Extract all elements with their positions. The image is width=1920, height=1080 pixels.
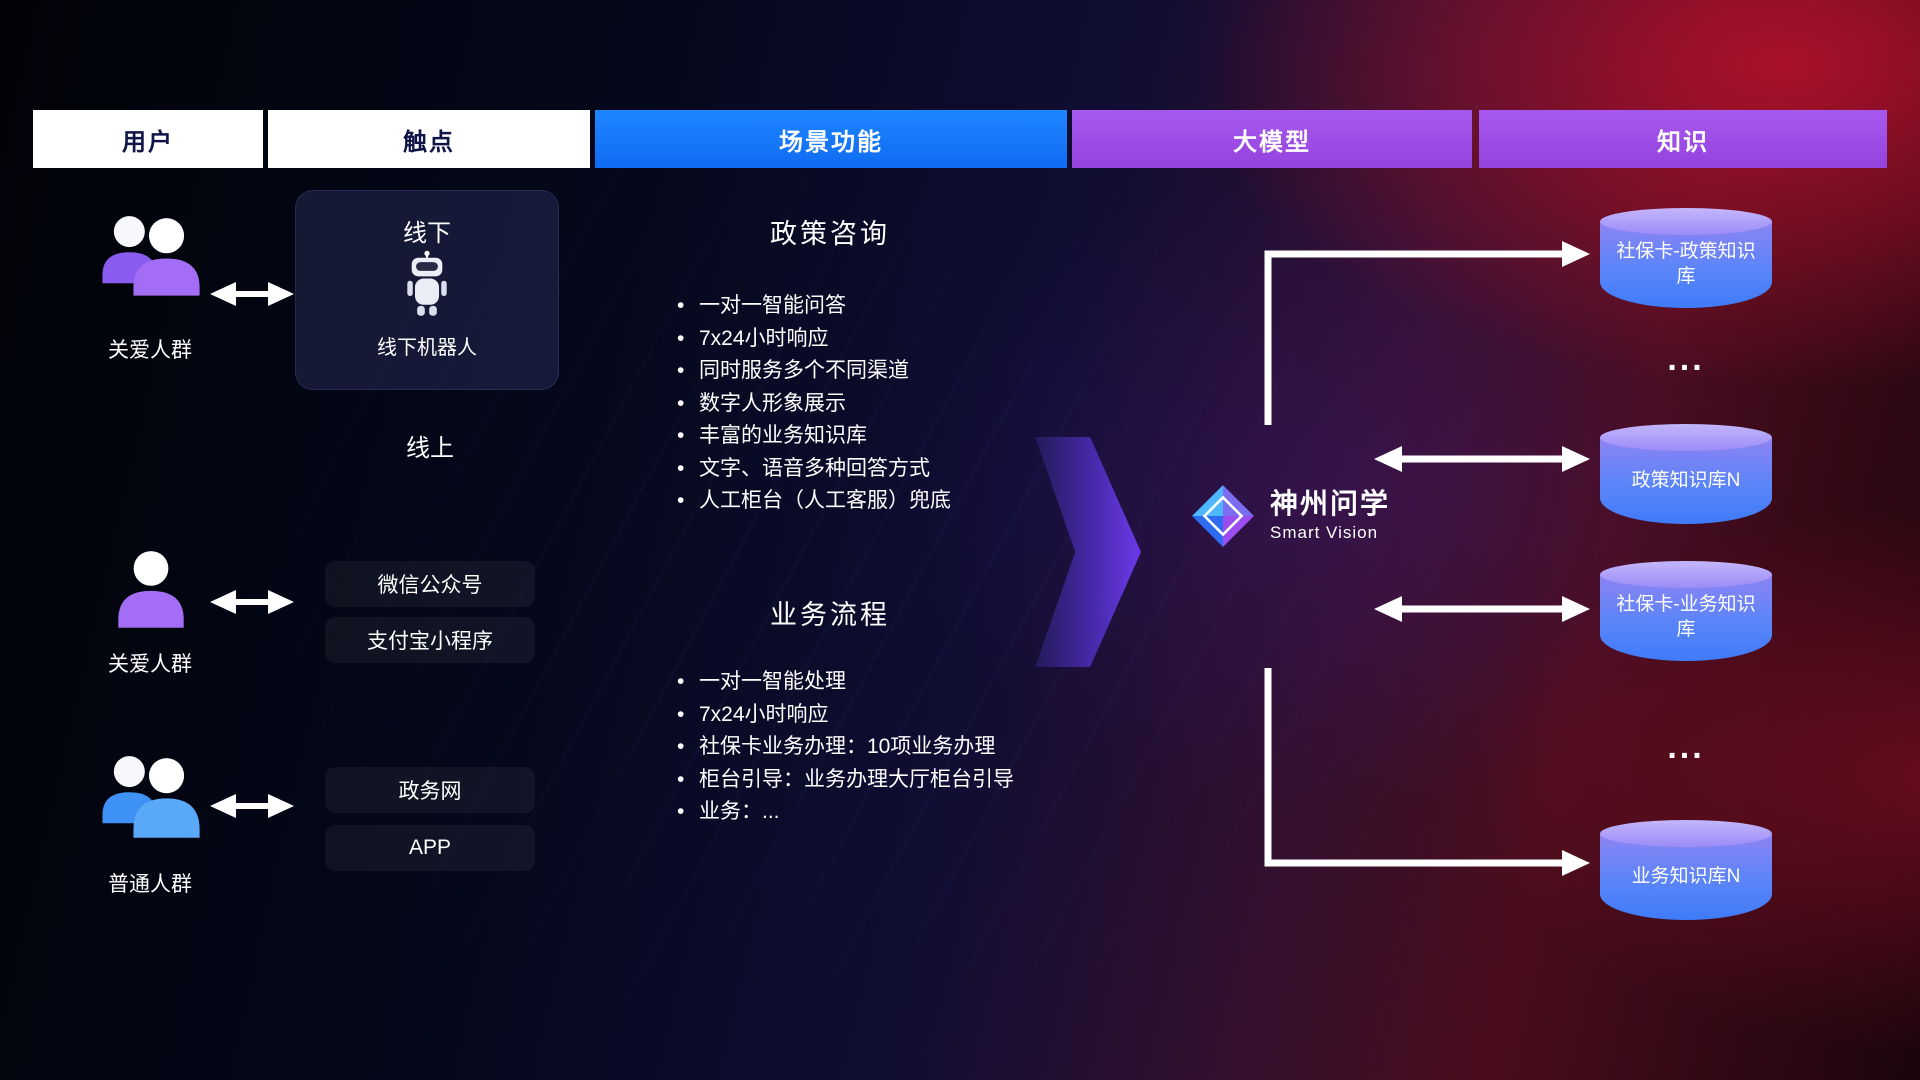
header-model-label: 大模型: [1233, 128, 1311, 156]
touchpoint-alipay: 支付宝小程序: [325, 617, 535, 663]
touchpoint-gov: 政务网: [325, 767, 535, 813]
scenario-list-policy: 一对一智能问答 7x24小时响应 同时服务多个不同渠道 数字人形象展示 丰富的业…: [677, 290, 951, 518]
scenario-title-business: 业务流程: [770, 600, 890, 630]
touchpoint-app: APP: [325, 825, 535, 871]
header-model: 大模型: [1072, 110, 1472, 168]
ellipsis-top: ...: [1667, 340, 1705, 378]
people-group-purple-icon: [88, 210, 212, 315]
user-label-care-group-1: 关爱人群: [108, 339, 192, 362]
flow-arrow: [1035, 437, 1141, 667]
database-business-n: 业务知识库N: [1600, 820, 1772, 920]
ellipsis-bottom: ...: [1667, 728, 1705, 766]
brand-name: 神州问学: [1270, 488, 1391, 520]
list-item: 同时服务多个不同渠道: [677, 355, 951, 388]
diamond-logo-icon: [1192, 485, 1254, 547]
database-label: 社保卡-政策知识库: [1616, 241, 1756, 287]
brand-subtitle: Smart Vision: [1270, 522, 1379, 542]
person-purple-icon: [110, 548, 192, 647]
list-item: 7x24小时响应: [677, 323, 951, 356]
people-group-blue-icon: [88, 748, 212, 858]
robot-icon: [399, 249, 455, 324]
header-users: 用户: [33, 110, 263, 168]
list-item: 业务：...: [677, 796, 1014, 829]
list-item: 丰富的业务知识库: [677, 420, 951, 453]
list-item: 文字、语音多种回答方式: [677, 453, 951, 486]
user-label-care-group-2: 关爱人群: [108, 653, 192, 676]
header-touchpoints: 触点: [268, 110, 590, 168]
database-policy-ssc: 社保卡-政策知识库: [1600, 208, 1772, 308]
database-label: 政策知识库N: [1631, 469, 1741, 491]
list-item: 一对一智能问答: [677, 290, 951, 323]
header-knowledge: 知识: [1479, 110, 1887, 168]
touchpoint-wechat: 微信公众号: [325, 561, 535, 607]
list-item: 一对一智能处理: [677, 666, 1014, 699]
list-item: 7x24小时响应: [677, 699, 1014, 732]
list-item: 社保卡业务办理：10项业务办理: [677, 731, 1014, 764]
header-scenario: 场景功能: [595, 110, 1067, 168]
list-item: 柜台引导：业务办理大厅柜台引导: [677, 764, 1014, 797]
user-label-ordinary-group: 普通人群: [108, 873, 192, 896]
database-label: 业务知识库N: [1631, 865, 1741, 887]
header-scenario-label: 场景功能: [779, 128, 883, 156]
scenario-title-policy: 政策咨询: [770, 219, 890, 249]
header-touchpoints-label: 触点: [403, 128, 455, 156]
offline-robot-label: 线下机器人: [377, 337, 477, 359]
database-business-ssc: 社保卡-业务知识库: [1600, 561, 1772, 661]
list-item: 人工柜台（人工客服）兜底: [677, 485, 951, 518]
offline-title: 线下: [403, 220, 451, 247]
header-users-label: 用户: [122, 128, 174, 156]
list-item: 数字人形象展示: [677, 388, 951, 421]
scenario-list-business: 一对一智能处理 7x24小时响应 社保卡业务办理：10项业务办理 柜台引导：业务…: [677, 666, 1014, 829]
database-policy-n: 政策知识库N: [1600, 424, 1772, 524]
offline-touchpoint-card: 线下 线下机器人: [295, 190, 559, 390]
brand-logo: 神州问学 Smart Vision: [1190, 483, 1390, 549]
database-label: 社保卡-业务知识库: [1616, 594, 1756, 640]
header-knowledge-label: 知识: [1657, 128, 1709, 156]
online-title: 线上: [406, 435, 454, 462]
